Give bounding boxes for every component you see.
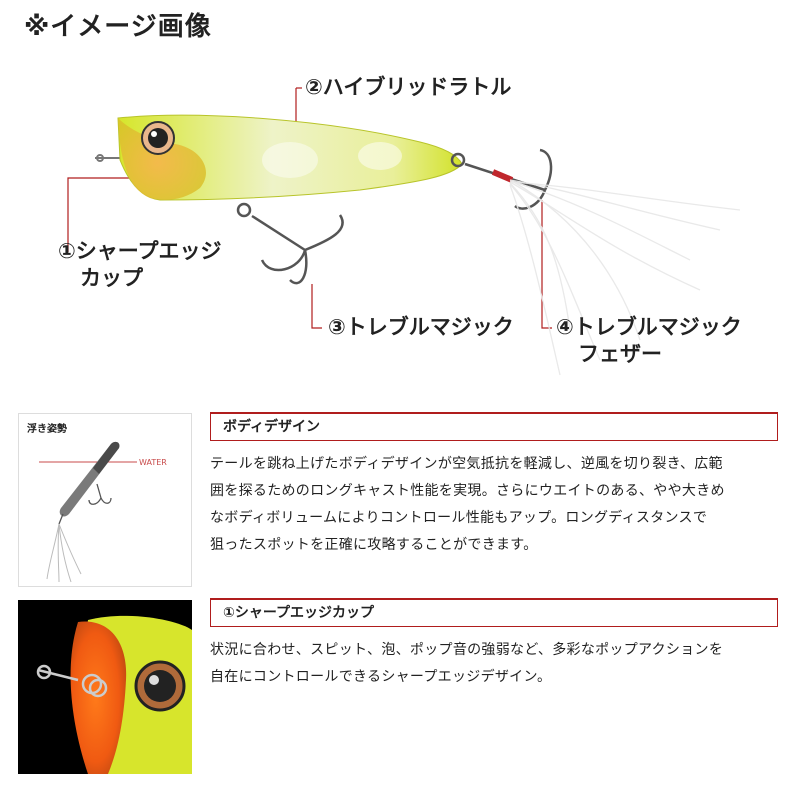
callout-treble-magic-feather: ④トレブルマジック フェザー [556,314,742,368]
floating-posture-illustration [39,441,137,583]
section-description: テールを跳ね上げたボディデザインが空気抵抗を軽減し、逆風を切り裂き、広範 囲を探… [210,456,725,553]
sharp-edge-cup-illustration [36,615,192,774]
belly-treble-hook [236,202,344,285]
lure-diagram: ①シャープエッジ カップ ②ハイブリッドラトル ③トレブルマジック ④トレブルマ… [0,60,800,380]
section-sharp-edge-cup: ①シャープエッジカップ 状況に合わせ、スピット、泡、ポップ音の強弱など、多彩なポ… [210,598,778,691]
section-heading: ボディデザイン [210,412,778,441]
lure-illustration [67,87,741,376]
section-description: 状況に合わせ、スピット、泡、ポップ音の強弱など、多彩なポップアクションを 自在に… [210,642,724,685]
section-body-design: ボディデザイン テールを跳ね上げたボディデザインが空気抵抗を軽減し、逆風を切り裂… [210,412,778,559]
sharp-edge-cup-image [18,600,192,774]
callout-line: フェザー [578,342,662,366]
water-label: WATER [139,458,167,467]
callout-line: カップ [80,266,143,290]
callout-line: ②ハイブリッドラトル [305,75,512,99]
callout-hybrid-rattle: ②ハイブリッドラトル [305,74,511,101]
floating-posture-label: 浮き姿勢 [27,424,67,435]
section-heading: ①シャープエッジカップ [210,598,778,627]
callout-treble-magic: ③トレブルマジック [328,314,514,341]
image-note: ※イメージ画像 [24,12,212,42]
callout-line: ①シャープエッジ [58,239,222,263]
floating-posture-image: 浮き姿勢 WATER [18,413,192,587]
callout-line: ④トレブルマジック [556,315,742,339]
feather [509,179,741,376]
callout-sharp-edge-cup: ①シャープエッジ カップ [58,238,222,292]
callout-line: ③トレブルマジック [328,315,514,339]
